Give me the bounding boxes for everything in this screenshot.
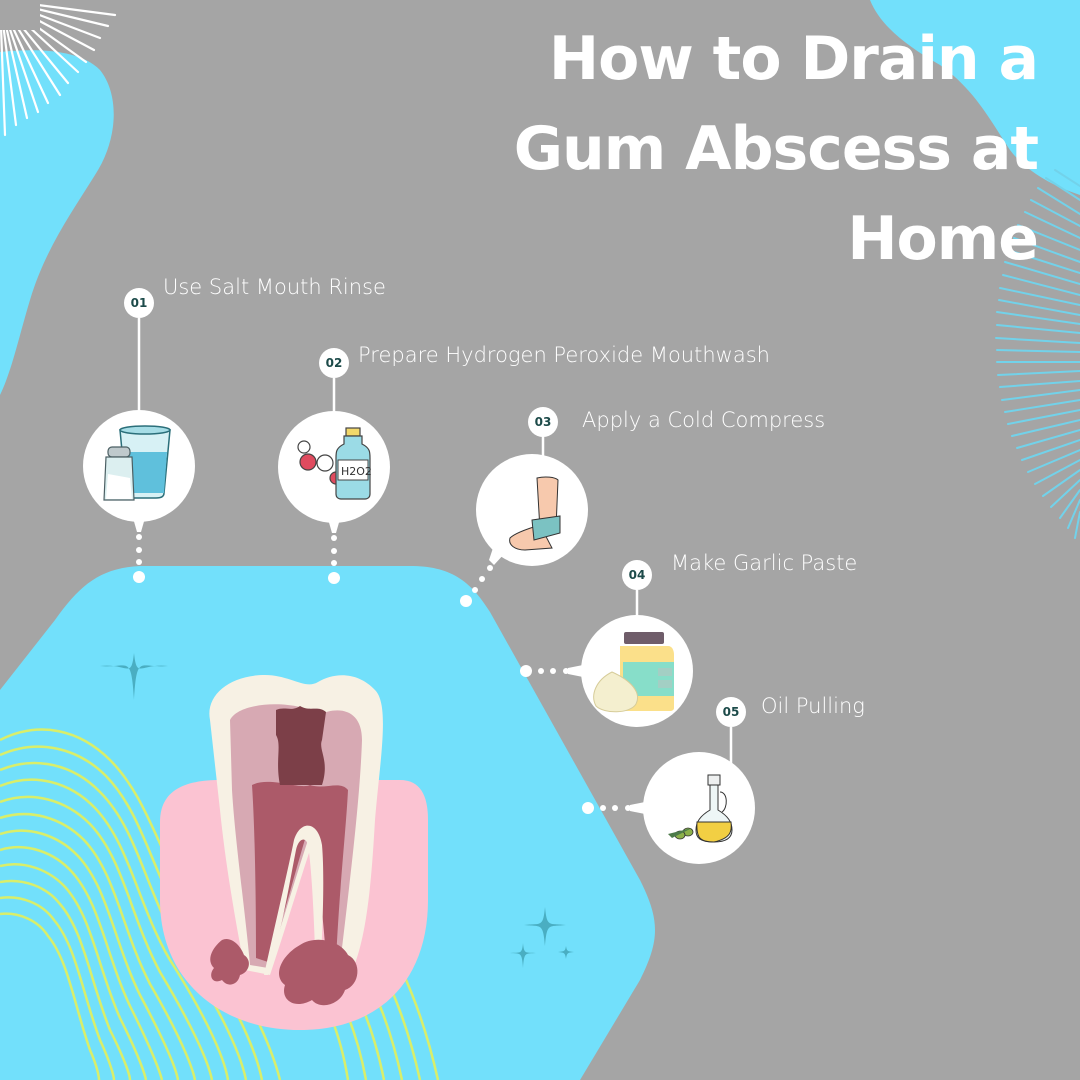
title-line-3: Home (847, 204, 1039, 274)
step-label-garlic-paste: Make Garlic Paste (671, 551, 858, 575)
step-label-hydrogen-peroxide: Prepare Hydrogen Peroxide Mouthwash (358, 343, 770, 367)
sparkle-icon (510, 943, 536, 968)
title-line-1: How to Drain a (548, 24, 1039, 94)
sparkle-icon (558, 946, 574, 959)
olive-oil-jar-icon (668, 774, 733, 843)
step-badge-05: 05 (716, 697, 746, 727)
blob-top-right (870, 0, 1080, 195)
blob-top-left (0, 50, 114, 396)
step-badge-03: 03 (528, 407, 558, 437)
step-label-salt-rinse: Use Salt Mouth Rinse (163, 275, 386, 299)
step-badge-04: 04 (622, 560, 652, 590)
step-label-cold-compress: Apply a Cold Compress (582, 408, 826, 432)
page-title: How to Drain a Gum Abscess at Home (418, 14, 1039, 284)
burst-lines-right (995, 169, 1080, 539)
step-badge-01: 01 (124, 288, 154, 318)
tooth-illustration (209, 675, 383, 1006)
garlic-jar-icon (593, 632, 674, 713)
h2o2-label: H2O2 (341, 465, 372, 478)
cold-compress-foot-icon (509, 476, 561, 551)
h2o2-bottle-icon: H2O2 (297, 427, 372, 500)
salt-shaker-water-glass-icon (103, 425, 171, 501)
sparkle-icon (100, 653, 168, 700)
sparkle-icon (524, 907, 566, 946)
step-label-oil-pulling: Oil Pulling (761, 694, 865, 718)
step-badge-02: 02 (319, 348, 349, 378)
title-line-2: Gum Abscess at (513, 114, 1039, 184)
